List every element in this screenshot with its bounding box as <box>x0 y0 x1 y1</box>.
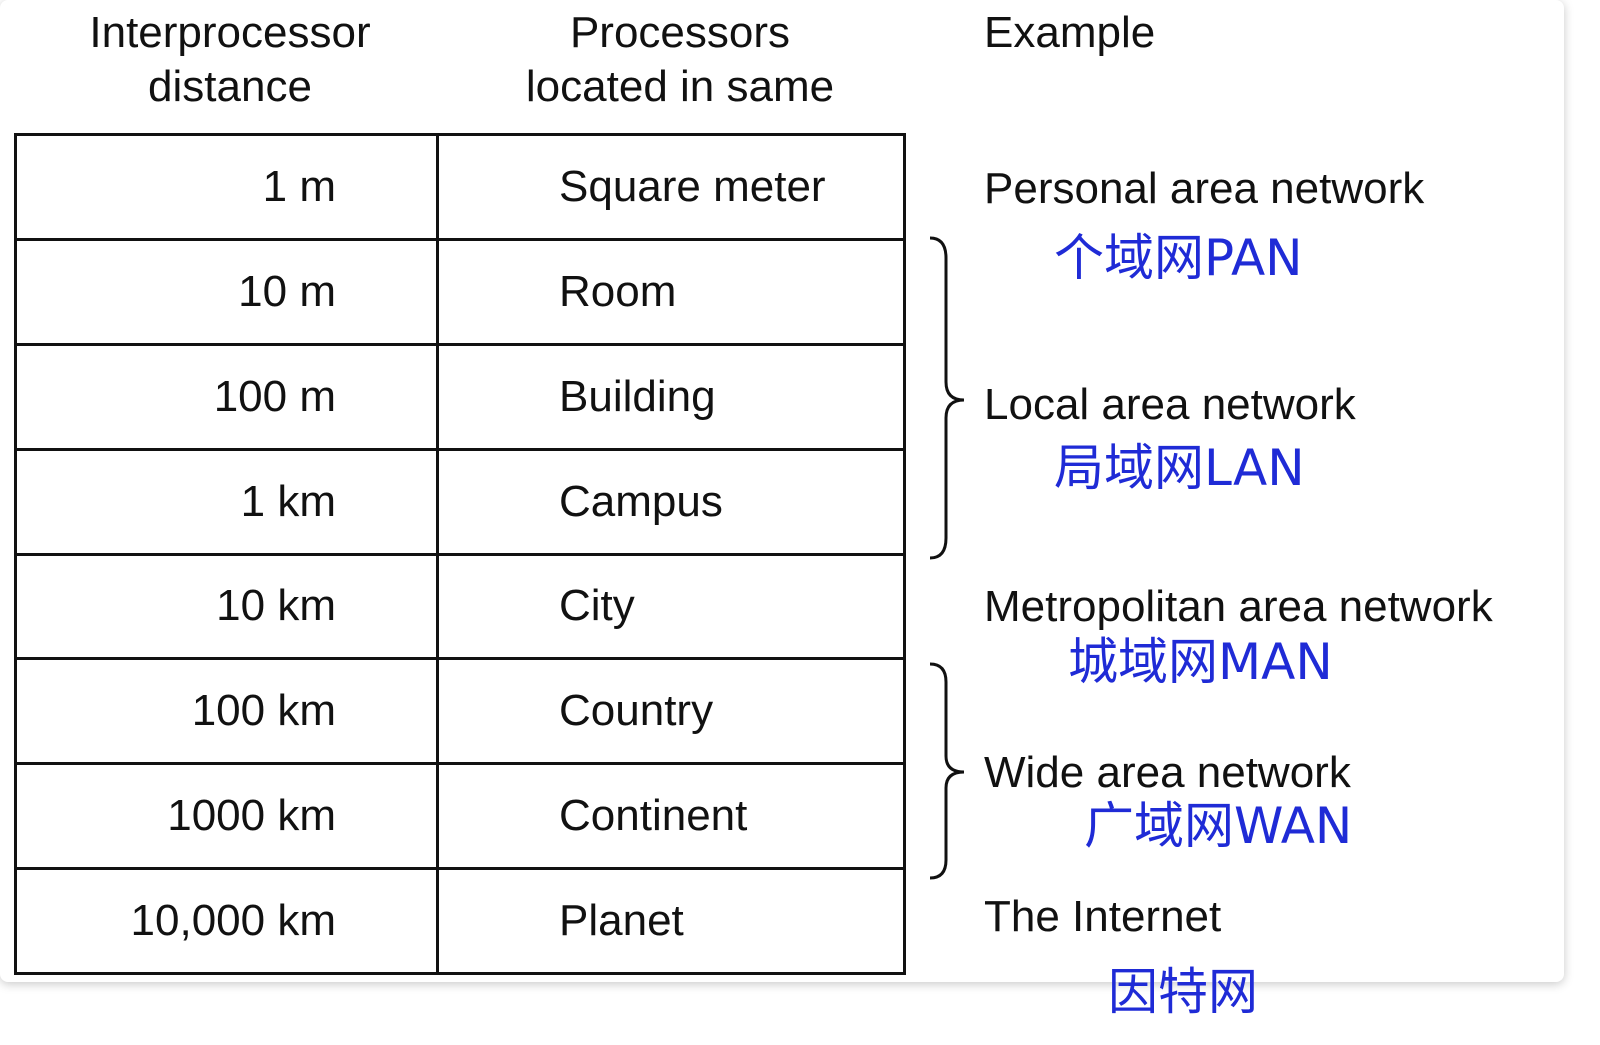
distance-cell: 10 m <box>17 240 439 343</box>
scale-table: 1 m Square meter 10 m Room 100 m Buildin… <box>14 133 906 975</box>
location-cell: Planet <box>559 896 684 946</box>
distance-cell: 10 km <box>17 555 439 658</box>
annotation-lan: 局域网LAN <box>1054 439 1305 497</box>
header-example: Example <box>984 8 1156 57</box>
distance-cell: 1000 km <box>17 765 439 868</box>
distance-cell: 100 m <box>17 345 439 448</box>
header-processors-located: Processors located in same <box>490 6 870 114</box>
example-man: Metropolitan area network <box>984 582 1493 631</box>
example-internet: The Internet <box>984 892 1222 941</box>
distance-cell: 1 m <box>17 136 439 238</box>
table-row: 10,000 km Planet <box>17 870 903 972</box>
table-row: 100 km Country <box>17 660 903 766</box>
example-pan: Personal area network <box>984 164 1425 213</box>
annotation-pan: 个域网PAN <box>1054 229 1303 287</box>
table-row: 10 m Room <box>17 240 903 346</box>
header-line: located in same <box>525 62 835 111</box>
location-cell: Room <box>559 266 677 316</box>
header-line: Processors <box>569 8 791 57</box>
location-cell: Campus <box>559 476 723 526</box>
header-interprocessor-distance: Interprocessor distance <box>60 6 400 114</box>
table-row: 100 m Building <box>17 345 903 451</box>
distance-cell: 10,000 km <box>17 870 439 972</box>
location-cell: Square meter <box>559 161 826 211</box>
lan-brace-icon <box>929 236 965 560</box>
table-row: 1 m Square meter <box>17 136 903 241</box>
example-lan: Local area network <box>984 380 1356 429</box>
distance-cell: 1 km <box>17 450 439 553</box>
example-wan: Wide area network <box>984 748 1351 797</box>
annotation-internet: 因特网 <box>1108 963 1258 1021</box>
annotation-wan: 广域网WAN <box>1084 797 1353 855</box>
location-cell: Building <box>559 371 716 421</box>
table-row: 1 km Campus <box>17 450 903 556</box>
table-row: 1000 km Continent <box>17 765 903 871</box>
distance-cell: 100 km <box>17 660 439 763</box>
location-cell: Continent <box>559 791 748 841</box>
header-line: Interprocessor <box>89 8 371 57</box>
header-line: distance <box>148 62 312 111</box>
wan-brace-icon <box>929 662 965 880</box>
annotation-man: 城域网MAN <box>1068 633 1333 691</box>
location-cell: City <box>559 581 635 631</box>
location-cell: Country <box>559 686 714 736</box>
figure-card <box>0 0 1564 982</box>
table-row: 10 km City <box>17 555 903 661</box>
